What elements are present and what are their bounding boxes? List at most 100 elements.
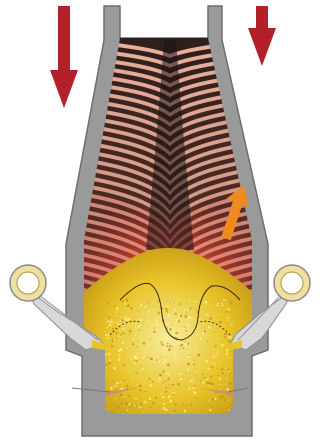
melt-particle bbox=[186, 369, 189, 372]
melt-particle bbox=[228, 336, 229, 337]
melt-particle bbox=[143, 401, 145, 403]
melt-particle bbox=[195, 397, 197, 399]
melt-particle bbox=[122, 328, 124, 330]
melt-particle bbox=[143, 322, 144, 323]
melt-particle bbox=[194, 360, 195, 361]
melt-particle bbox=[155, 338, 157, 340]
melt-particle bbox=[120, 393, 122, 395]
melt-particle bbox=[113, 339, 114, 340]
melt-particle bbox=[184, 328, 186, 330]
melt-particle bbox=[162, 382, 164, 384]
melt-particle bbox=[114, 318, 115, 319]
melt-particle bbox=[184, 410, 187, 413]
melt-particle bbox=[197, 335, 198, 336]
melt-particle bbox=[150, 406, 152, 408]
melt-particle bbox=[210, 383, 212, 385]
melt-particle bbox=[218, 363, 219, 364]
melt-particle bbox=[230, 404, 232, 406]
melt-particle bbox=[147, 357, 148, 358]
melt-particle bbox=[174, 309, 176, 311]
melt-particle bbox=[167, 345, 169, 347]
melt-particle bbox=[151, 327, 152, 328]
melt-particle bbox=[202, 333, 204, 335]
melt-particle bbox=[172, 405, 173, 406]
melt-particle bbox=[111, 345, 113, 347]
melt-particle bbox=[140, 365, 141, 366]
melt-particle bbox=[226, 388, 229, 391]
melt-particle bbox=[204, 328, 205, 329]
melt-particle bbox=[158, 350, 160, 352]
melt-particle bbox=[203, 329, 204, 330]
melt-particle bbox=[149, 370, 150, 371]
melt-particle bbox=[115, 312, 116, 313]
melt-particle bbox=[184, 309, 186, 311]
melt-particle bbox=[178, 316, 180, 318]
melt-particle bbox=[190, 380, 193, 383]
melt-particle bbox=[179, 349, 180, 350]
melt-particle bbox=[187, 309, 189, 311]
melt-particle bbox=[164, 349, 166, 351]
melt-particle bbox=[129, 407, 130, 408]
melt-particle bbox=[185, 343, 188, 346]
melt-particle bbox=[131, 379, 132, 380]
melt-particle bbox=[216, 314, 217, 315]
melt-particle bbox=[211, 366, 213, 368]
melt-particle bbox=[213, 332, 214, 333]
melt-particle bbox=[122, 342, 124, 344]
melt-particle bbox=[148, 343, 150, 345]
melt-particle bbox=[198, 404, 199, 405]
melt-particle bbox=[227, 368, 229, 370]
melt-particle bbox=[105, 334, 107, 336]
melt-particle bbox=[115, 332, 117, 334]
melt-particle bbox=[187, 343, 189, 345]
melt-particle bbox=[178, 363, 179, 364]
melt-particle bbox=[217, 338, 218, 339]
melt-particle bbox=[225, 384, 226, 385]
melt-particle bbox=[166, 311, 168, 313]
melt-particle bbox=[169, 400, 172, 403]
melt-particle bbox=[129, 395, 131, 397]
melt-particle bbox=[185, 341, 187, 343]
melt-particle bbox=[169, 385, 171, 387]
melt-particle bbox=[168, 395, 171, 398]
melt-particle bbox=[186, 311, 187, 312]
melt-particle bbox=[126, 385, 128, 387]
melt-particle bbox=[228, 319, 229, 320]
melt-particle bbox=[121, 319, 123, 321]
melt-particle bbox=[209, 400, 210, 401]
melt-particle bbox=[179, 303, 181, 305]
melt-particle bbox=[209, 387, 210, 388]
melt-particle bbox=[122, 300, 124, 302]
melt-particle bbox=[149, 301, 150, 302]
melt-particle bbox=[213, 355, 215, 357]
melt-particle bbox=[136, 372, 138, 374]
melt-particle bbox=[225, 299, 227, 301]
melt-particle bbox=[181, 344, 183, 346]
melt-particle bbox=[212, 398, 214, 400]
melt-particle bbox=[138, 325, 140, 327]
melt-particle bbox=[165, 408, 168, 411]
melt-particle bbox=[184, 315, 185, 316]
melt-particle bbox=[126, 348, 127, 349]
melt-particle bbox=[215, 353, 217, 355]
melt-particle bbox=[183, 347, 185, 349]
melt-particle bbox=[124, 364, 126, 366]
melt-particle bbox=[196, 309, 197, 310]
melt-particle bbox=[137, 353, 138, 354]
melt-particle bbox=[118, 350, 120, 352]
melt-particle bbox=[152, 402, 154, 404]
melt-particle bbox=[200, 338, 202, 340]
melt-particle bbox=[226, 357, 227, 358]
melt-particle bbox=[106, 321, 107, 322]
melt-particle bbox=[130, 358, 132, 360]
melt-particle bbox=[121, 402, 123, 404]
melt-particle bbox=[165, 373, 167, 375]
melt-particle bbox=[158, 360, 159, 361]
melt-particle bbox=[217, 303, 218, 304]
melt-particle bbox=[169, 387, 170, 388]
charge-down-arrow-right bbox=[248, 6, 276, 66]
melt-particle bbox=[204, 330, 206, 332]
melt-particle bbox=[124, 396, 126, 398]
melt-particle bbox=[139, 385, 142, 388]
melt-particle bbox=[191, 403, 192, 404]
